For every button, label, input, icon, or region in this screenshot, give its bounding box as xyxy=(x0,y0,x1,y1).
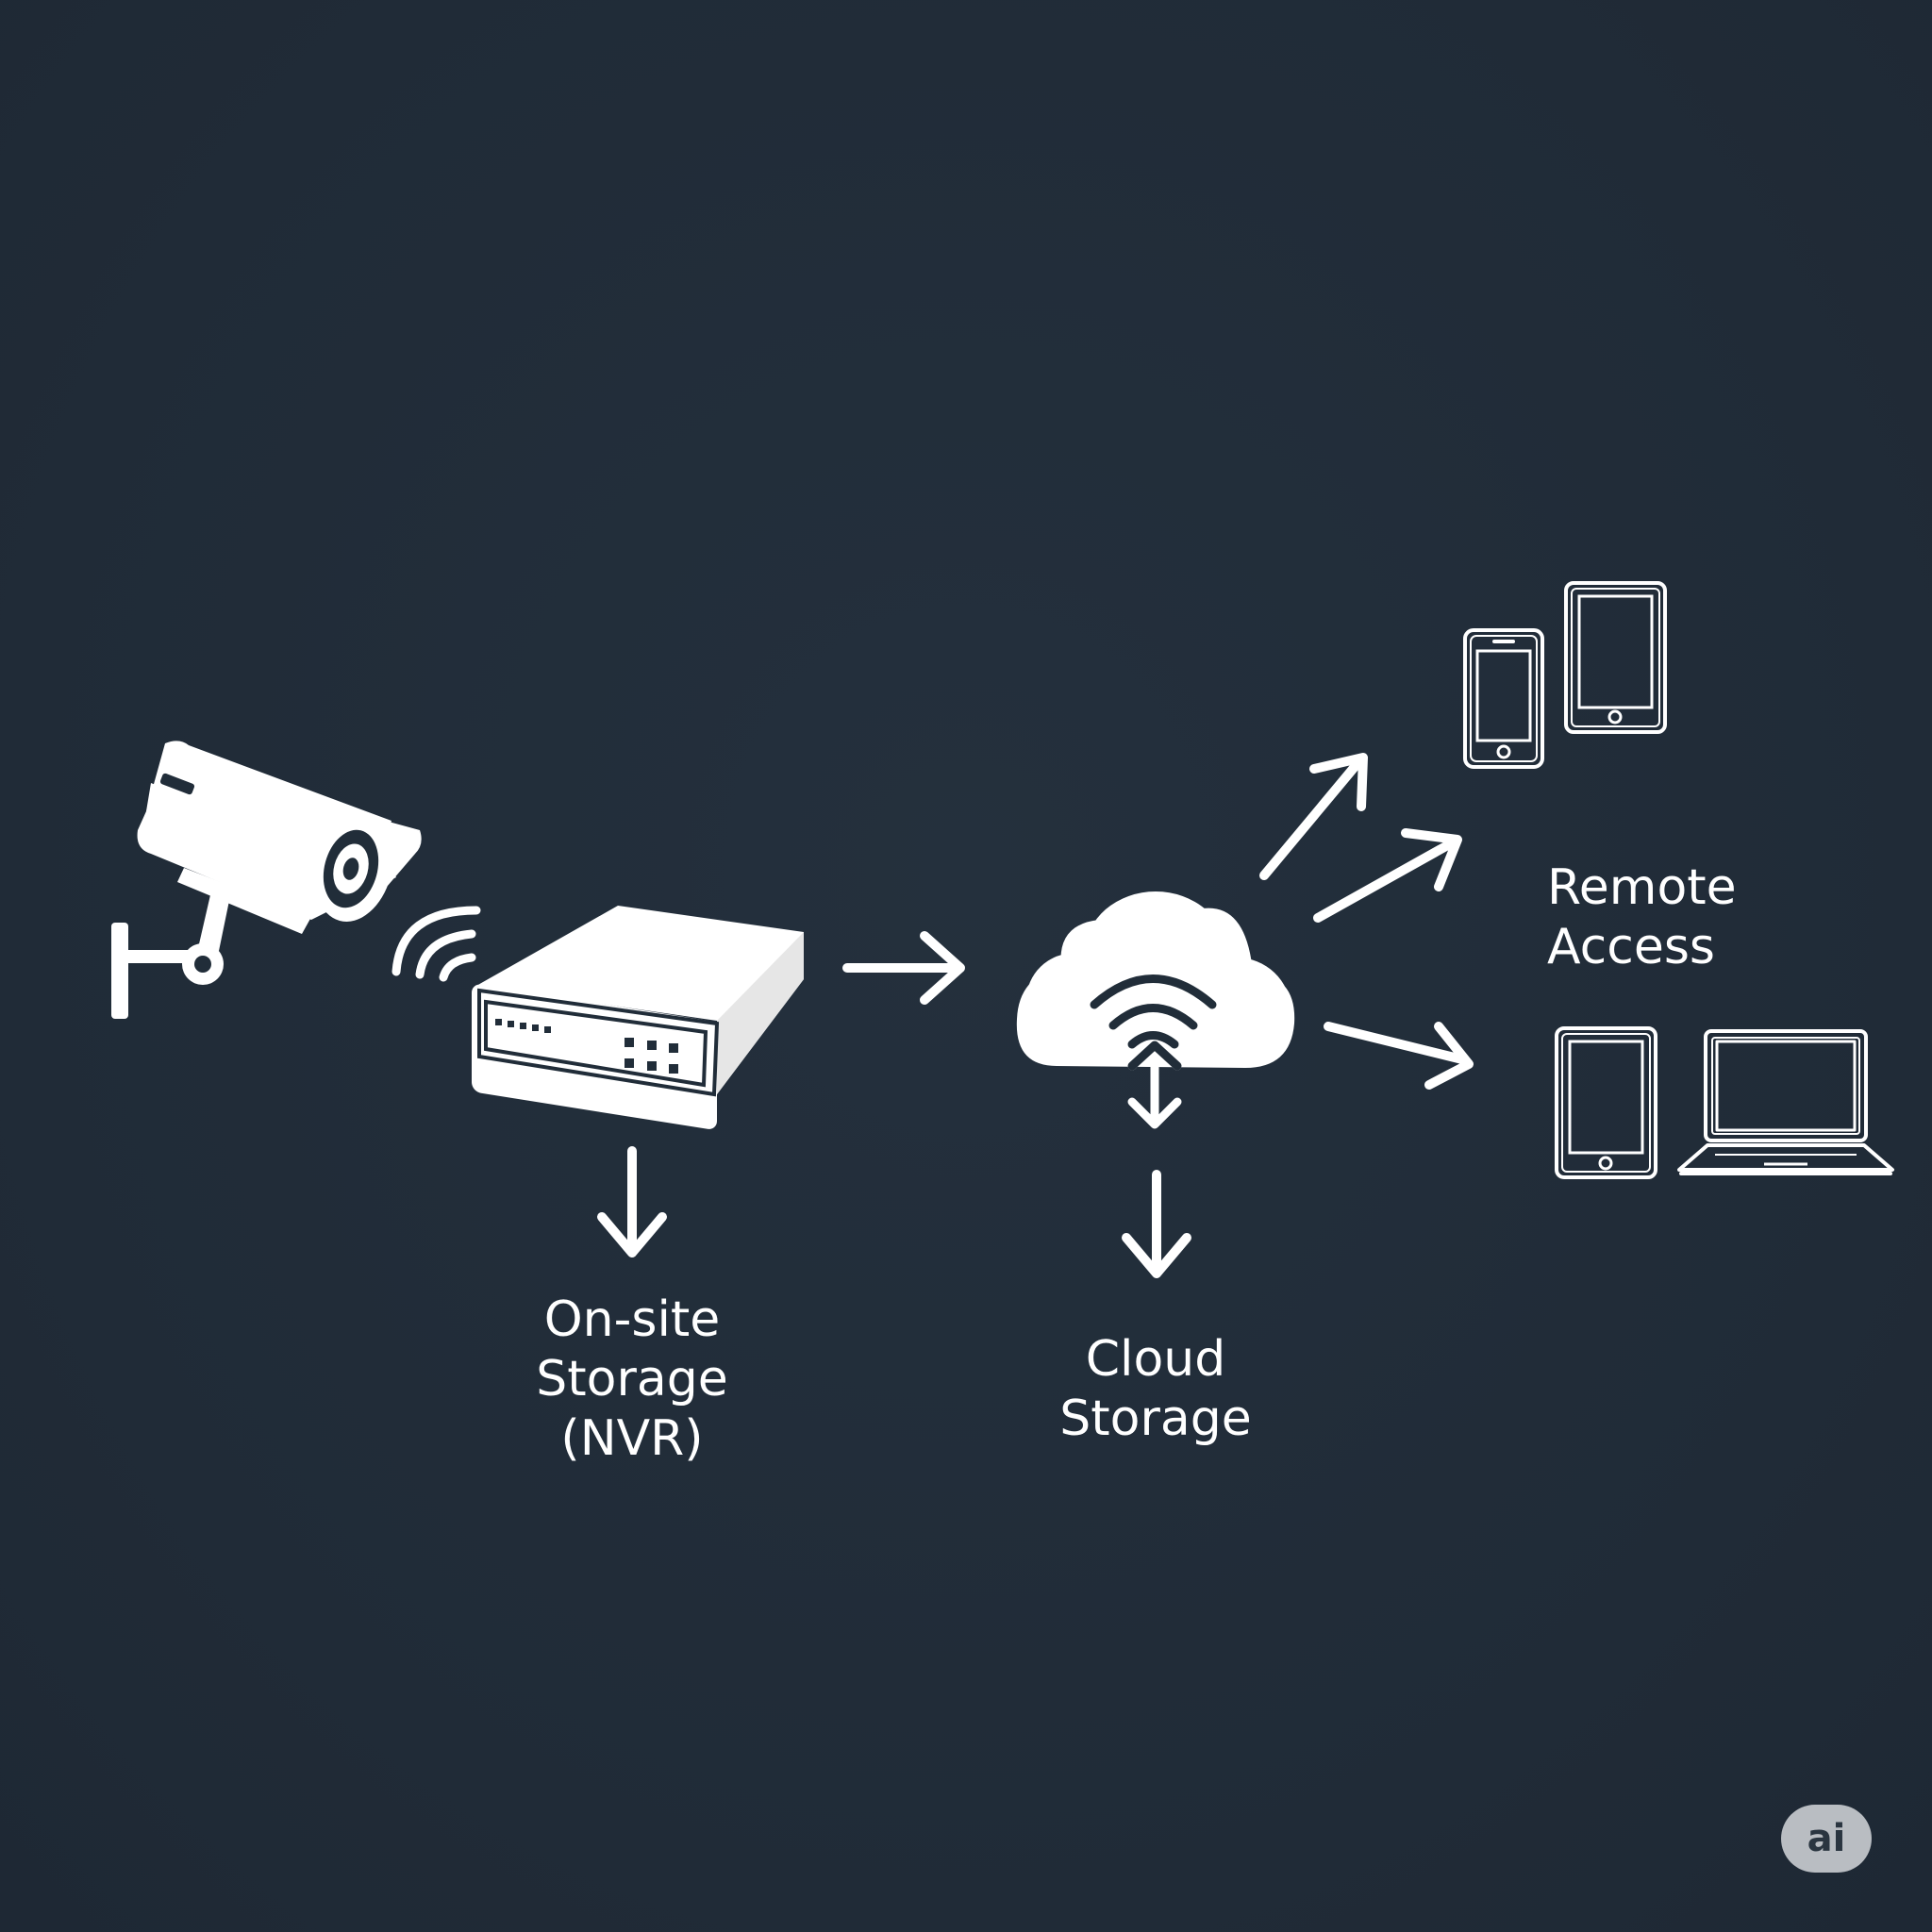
cloud-storage-label: Cloud Storage xyxy=(1014,1330,1297,1449)
arrow-nvr-to-onsite-storage xyxy=(597,1146,667,1257)
arrow-nvr-to-cloud xyxy=(842,931,965,1005)
arrow-cloud-to-devices-1 xyxy=(1259,753,1368,880)
wireless-signal-icon xyxy=(391,906,481,982)
tablet-icon xyxy=(1564,581,1667,734)
nvr-front-dots xyxy=(495,1019,678,1074)
smartphone-icon xyxy=(1463,628,1544,769)
remote-access-label-line-2: Access xyxy=(1547,919,1716,975)
onsite-storage-label-line-2: Storage xyxy=(536,1351,728,1407)
remote-access-label-line-1: Remote xyxy=(1547,859,1737,916)
arrow-cloud-to-devices-2 xyxy=(1313,828,1462,923)
ai-watermark-badge: ai xyxy=(1781,1805,1872,1873)
onsite-storage-label-line-1: On-site xyxy=(543,1291,721,1348)
tablet-icon xyxy=(1555,1026,1657,1179)
security-camera-icon xyxy=(111,741,422,1019)
remote-access-label: Remote Access xyxy=(1547,858,1830,977)
cloud-icon xyxy=(1016,891,1295,1129)
cloud-storage-label-line-1: Cloud xyxy=(1085,1331,1226,1388)
onsite-storage-label-line-3: (NVR) xyxy=(560,1410,704,1467)
onsite-storage-label: On-site Storage (NVR) xyxy=(472,1291,792,1469)
cloud-storage-label-line-2: Storage xyxy=(1059,1391,1252,1447)
laptop-icon xyxy=(1677,1029,1894,1175)
arrow-cloud-to-devices-3 xyxy=(1324,1022,1474,1090)
nvr-device-icon xyxy=(472,906,804,1129)
cloud-wifi-icon xyxy=(1090,974,1217,1049)
arrow-cloud-to-cloud-storage xyxy=(1122,1170,1191,1278)
